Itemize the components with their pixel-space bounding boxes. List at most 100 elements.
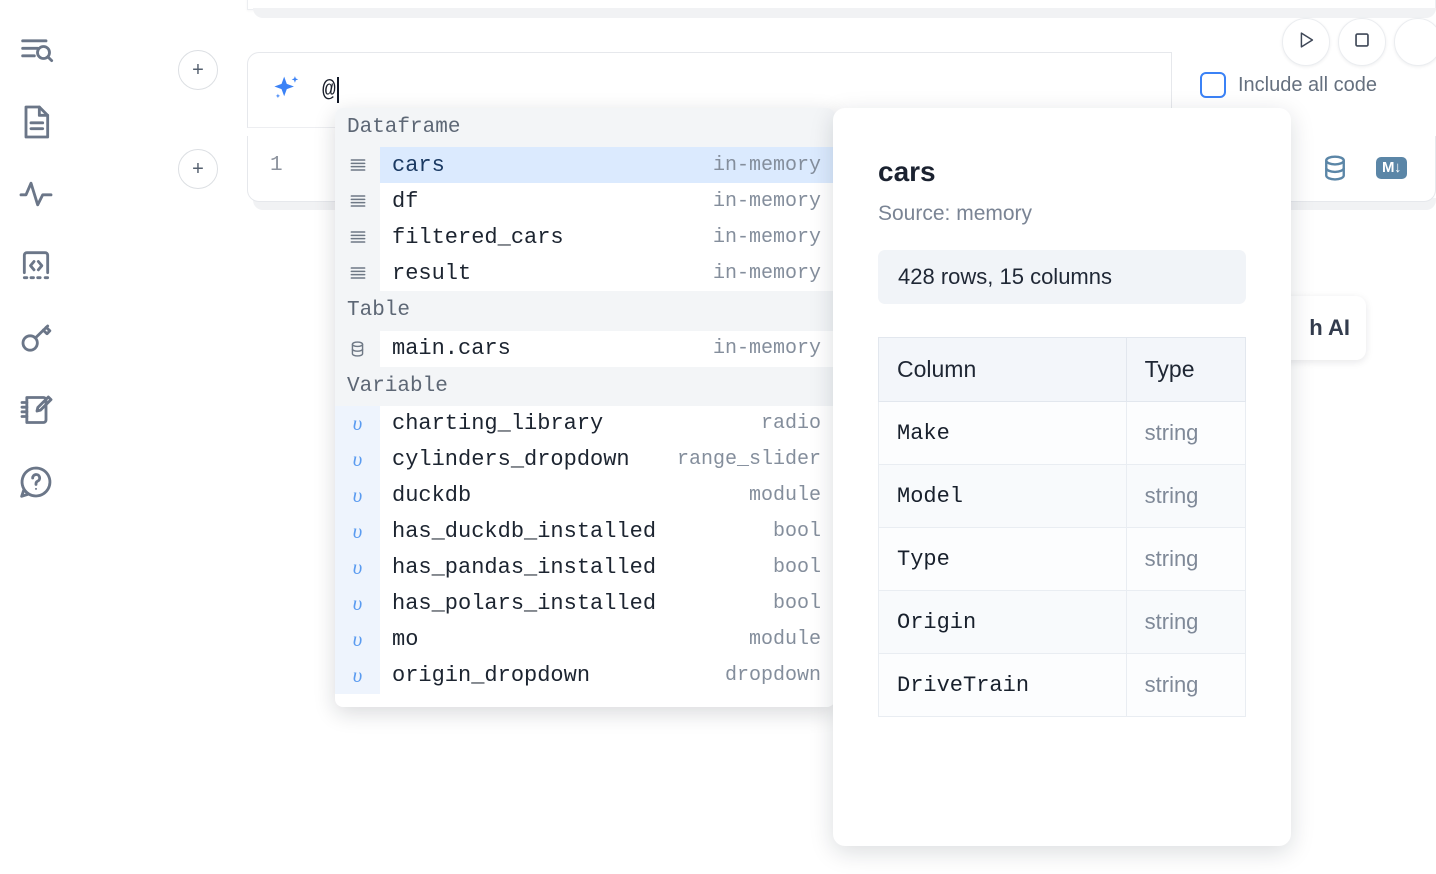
notebook-pencil-icon [16,390,56,430]
markdown-icon[interactable]: M↓ [1376,157,1407,179]
autocomplete-option-label: cylinders_dropdown [392,447,630,473]
sidebar-item-dependencies[interactable] [8,230,64,302]
variable-icon: υ [335,549,380,586]
left-sidebar-rail [0,0,72,874]
sidebar-item-notebook-file[interactable] [8,86,64,158]
schema-column-name: Type [878,527,1127,591]
sidebar-item-help[interactable] [8,446,64,518]
variable-icon: υ [335,441,380,478]
autocomplete-option-meta: module [748,484,821,508]
sidebar-item-explore[interactable] [8,14,64,86]
preview-title: cars [878,156,936,187]
autocomplete-option[interactable]: υ cylinders_dropdown range_slider [335,441,835,478]
preview-source: Source: memory [878,202,1033,225]
autocomplete-section-header: Variable [335,366,835,406]
schema-column-name: Make [878,401,1127,465]
schema-column-type: string [1125,653,1247,717]
autocomplete-option-meta: in-memory [712,153,821,177]
key-icon [16,318,56,358]
add-cell-button-above[interactable]: + [178,50,218,90]
generate-with-ai-label: h AI [1309,315,1350,340]
autocomplete-option-meta: radio [760,412,821,436]
autocomplete-option-meta: dropdown [724,664,821,688]
dataframe-preview-panel: cars Source: memory 428 rows, 15 columns… [833,108,1291,846]
autocomplete-section-header: Table [335,291,835,331]
schema-column-name: DriveTrain [878,653,1127,717]
schema-column-type: string [1125,401,1247,465]
table-icon [335,330,380,367]
schema-column-name: Origin [878,590,1127,654]
autocomplete-option-meta: bool [772,556,821,580]
dataframe-icon [335,147,380,184]
ai-sparkle-icon [270,73,304,107]
code-brackets-icon [16,246,56,286]
text-caret [336,77,339,103]
autocomplete-option-label: charting_library [392,411,604,437]
autocomplete-option-meta: range_slider [676,448,821,472]
chat-question-icon [16,462,56,502]
autocomplete-option-label: duckdb [392,483,472,509]
variable-icon: υ [335,477,380,514]
run-controls-group [1282,18,1436,66]
schema-column-type: string [1125,464,1247,528]
ai-prompt-inner: @ [248,53,1171,127]
sidebar-item-variables[interactable] [8,158,64,230]
autocomplete-section-header: Dataframe [335,108,835,148]
previous-cell-shadow [253,8,1436,18]
sidebar-item-secrets[interactable] [8,302,64,374]
activity-icon [16,174,56,214]
stop-button[interactable] [1338,18,1386,66]
sidebar-item-scratchpad[interactable] [8,374,64,446]
run-button[interactable] [1282,18,1330,66]
dataframe-icon [335,255,380,292]
preview-shape-badge: 428 rows, 15 columns [878,250,1246,304]
document-icon [16,102,56,142]
schema-column-type: string [1125,590,1247,654]
autocomplete-option[interactable]: υ origin_dropdown dropdown [335,657,835,694]
autocomplete-option-meta: in-memory [712,261,821,285]
dataframe-icon [335,183,380,220]
variable-icon: υ [335,657,380,694]
autocomplete-option-label: result [392,260,472,286]
more-button[interactable] [1394,18,1436,66]
schema-column-name: Model [878,464,1127,528]
add-cell-button-below[interactable]: + [178,149,218,189]
file-search-icon [16,30,56,70]
variable-icon: υ [335,621,380,658]
database-icon[interactable] [1320,152,1350,184]
autocomplete-option-meta: bool [772,592,821,616]
autocomplete-option-label: has_duckdb_installed [392,519,657,545]
include-all-code-checkbox[interactable] [1200,72,1226,98]
include-all-code-row[interactable]: Include all code [1200,72,1377,98]
dataframe-icon [335,219,380,256]
schema-header-type: Type [1125,337,1247,402]
ai-prompt-value: @ [322,77,336,103]
square-icon [1351,29,1373,56]
autocomplete-option-label: filtered_cars [392,224,564,250]
ai-prompt-input[interactable]: @ [322,77,339,103]
autocomplete-option-label: origin_dropdown [392,663,591,689]
include-all-code-label: Include all code [1238,73,1377,96]
autocomplete-option[interactable]: result in-memory [335,255,835,292]
variable-icon: υ [335,585,380,622]
schema-column-type: string [1125,527,1247,591]
